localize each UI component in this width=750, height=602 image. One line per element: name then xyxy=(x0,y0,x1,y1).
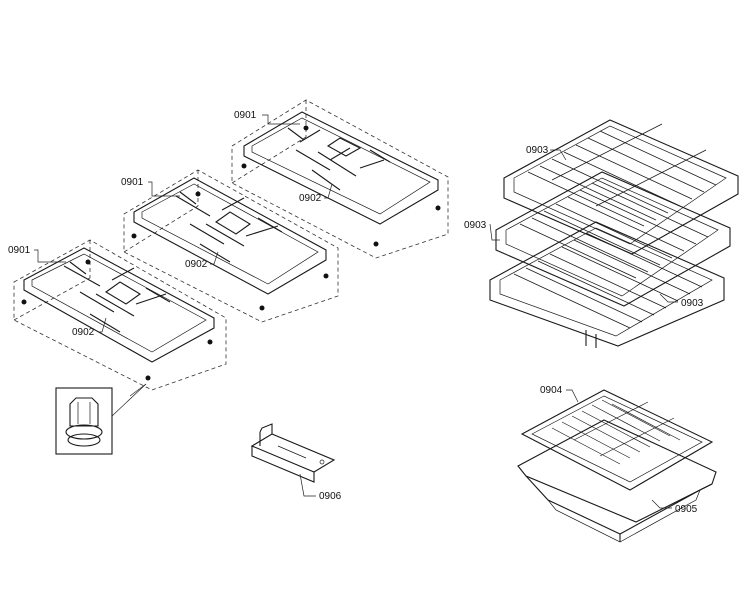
label-broiler-tray: 0905 xyxy=(675,504,698,515)
grate-middle[interactable] xyxy=(123,169,339,323)
label-foot-top: 0902 xyxy=(299,193,322,204)
label-grate-top: 0901 xyxy=(234,110,257,121)
grate-left[interactable] xyxy=(13,239,227,391)
label-broiler-pan: 0904 xyxy=(540,385,563,396)
label-foot-left: 0902 xyxy=(72,327,95,338)
oven-racks[interactable] xyxy=(489,119,739,348)
grate-top[interactable] xyxy=(231,99,449,259)
broiler-tray[interactable] xyxy=(517,419,717,543)
label-rack-mid: 0903 xyxy=(464,220,487,231)
foot-detail-callout xyxy=(55,383,147,455)
label-grate-mid: 0901 xyxy=(121,177,144,188)
label-grate-left: 0901 xyxy=(8,245,31,256)
label-rack-top: 0903 xyxy=(526,145,549,156)
bracket[interactable] xyxy=(250,423,336,483)
label-rack-bottom: 0903 xyxy=(681,298,704,309)
label-bracket: 0906 xyxy=(319,491,342,502)
label-foot-mid: 0902 xyxy=(185,259,208,270)
broiler-pan[interactable] xyxy=(520,389,714,491)
leader-lines xyxy=(34,114,678,509)
